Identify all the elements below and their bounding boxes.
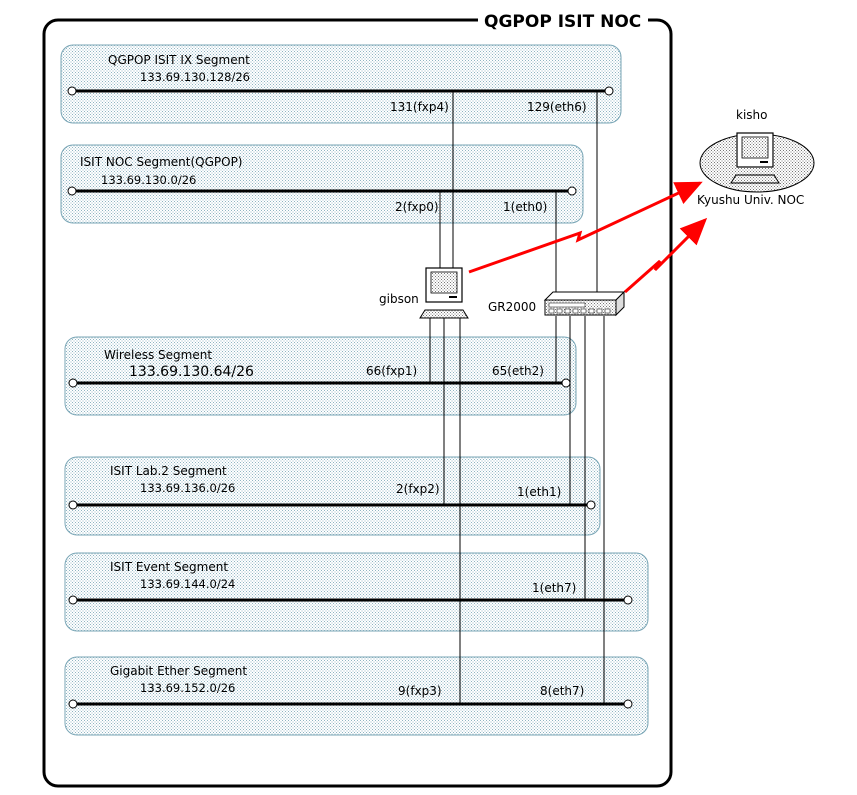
- segment-name-event: ISIT Event Segment: [110, 560, 228, 574]
- kisho-label: kisho: [736, 108, 767, 122]
- bus-gigabit: [68, 699, 633, 709]
- segment-subnet-lab2: 133.69.136.0/26: [140, 481, 235, 495]
- wan-link-gibson: [468, 181, 703, 274]
- kyushu-label: Kyushu Univ. NOC: [697, 193, 804, 207]
- gr2000-label: GR2000: [488, 300, 536, 314]
- port-label: 131(fxp4): [390, 100, 449, 114]
- port-label: 66(fxp1): [366, 364, 417, 378]
- port-label: 1(eth7): [532, 581, 576, 595]
- port-label: 1(eth1): [517, 485, 561, 499]
- noc-title: QGPOP ISIT NOC: [484, 12, 641, 32]
- segment-name-noc: ISIT NOC Segment(QGPOP): [80, 155, 242, 169]
- segment-name-lab2: ISIT Lab.2 Segment: [110, 464, 227, 478]
- port-label: 65(eth2): [492, 364, 544, 378]
- gibson-label: gibson: [379, 292, 419, 306]
- port-label: 2(fxp2): [396, 482, 440, 496]
- port-label: 129(eth6): [527, 100, 587, 114]
- segment-name-ix: QGPOP ISIT IX Segment: [108, 53, 250, 67]
- segment-subnet-gigabit: 133.69.152.0/26: [140, 681, 235, 695]
- segment-name-wireless: Wireless Segment: [104, 348, 212, 362]
- router-icon: [543, 290, 626, 317]
- bus-event: [68, 595, 633, 605]
- segment-subnet-noc: 133.69.130.0/26: [101, 173, 196, 187]
- segment-box-ix: [60, 44, 622, 124]
- segment-box-wireless: [64, 336, 577, 416]
- segment-box-event: [64, 552, 649, 632]
- segment-subnet-ix: 133.69.130.128/26: [140, 70, 250, 84]
- port-label: 2(fxp0): [395, 200, 439, 214]
- computer-icon: [419, 267, 469, 319]
- bus-lab2: [68, 500, 596, 510]
- port-label: 1(eth0): [503, 200, 547, 214]
- bus-noc: [67, 186, 577, 196]
- wan-link-gr2000: [624, 217, 708, 294]
- bus-ix: [67, 86, 614, 96]
- port-label: 9(fxp3): [398, 684, 442, 698]
- segment-box-lab2: [64, 456, 601, 536]
- segment-box-gigabit: [64, 656, 649, 736]
- noc-frame: [42, 18, 673, 788]
- segment-name-gigabit: Gigabit Ether Segment: [110, 664, 247, 678]
- segment-subnet-wireless: 133.69.130.64/26: [129, 364, 254, 380]
- port-label: 8(eth7): [540, 684, 584, 698]
- segment-subnet-event: 133.69.144.0/24: [140, 577, 235, 591]
- bus-wireless: [68, 378, 571, 388]
- computer-icon: [730, 132, 780, 184]
